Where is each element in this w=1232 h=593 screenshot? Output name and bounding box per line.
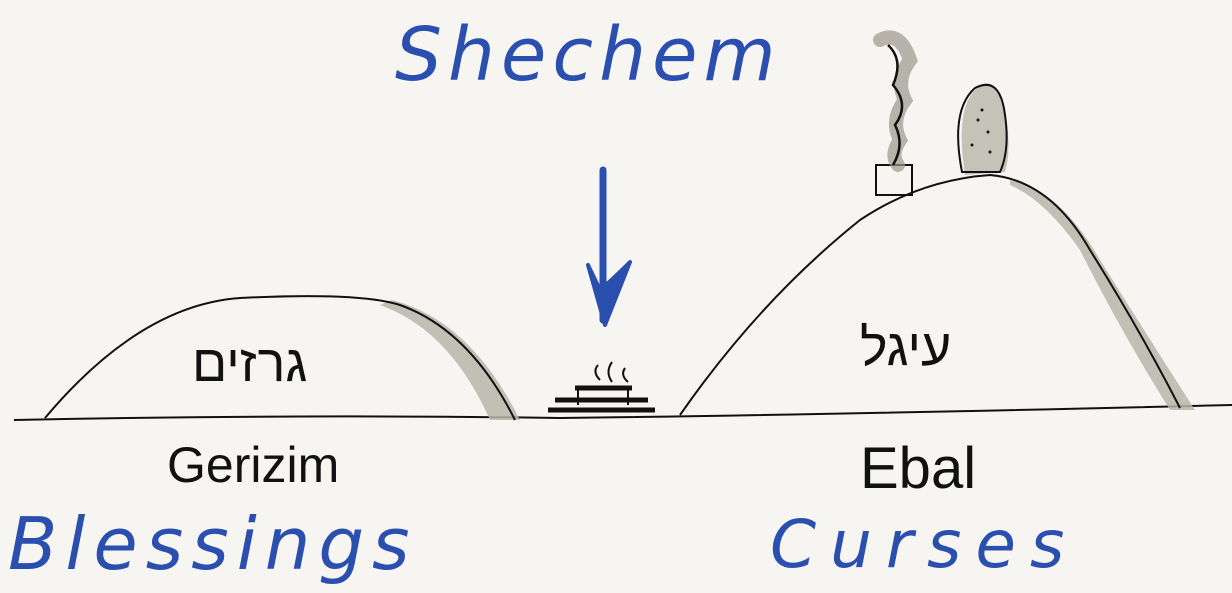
ground-line [13,404,1232,421]
mount-gerizim [44,295,520,421]
blessings-label: Blessings [8,502,418,586]
mount-ebal [679,173,1195,416]
arrow-down-icon [586,166,632,327]
ebal-label: Ebal [860,436,977,501]
standing-stone-icon [957,83,1009,175]
shechem-label: Shechem [395,12,782,98]
gerizim-hebrew-label: גרזים [192,335,308,393]
curses-label: Curses [770,506,1079,583]
smoke-icon [887,44,904,166]
chimney-icon [873,30,918,196]
ebal-hebrew-label: עיגל [860,319,952,377]
gerizim-label: Gerizim [167,437,340,493]
altar-icon [548,361,655,413]
